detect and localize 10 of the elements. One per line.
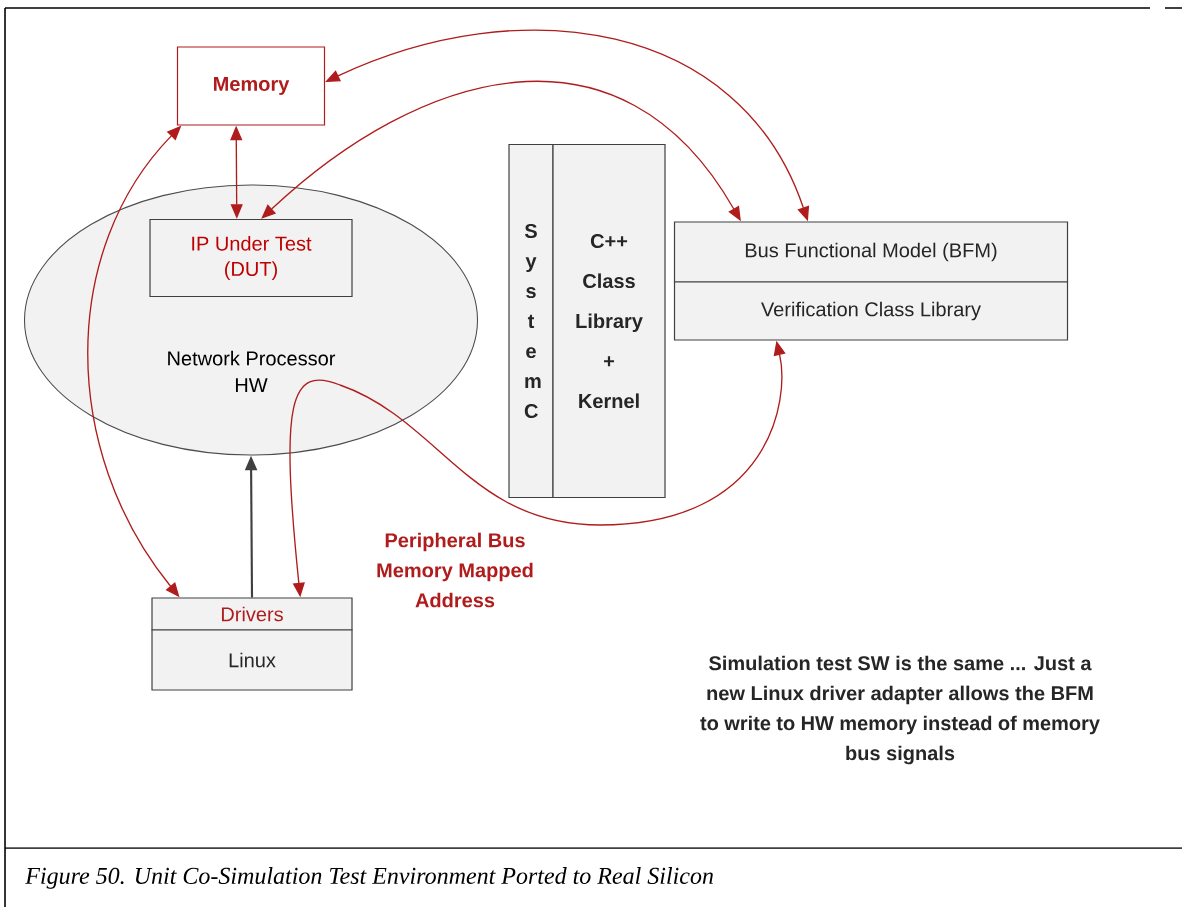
layer-box: Drivers (151, 597, 353, 631)
dut-box: IP Under Test (DUT) (149, 218, 353, 298)
note-text: Simulation test SW is the same ... Just a new Linux driver adapter allows the BFM to write to HW memory instead of memory bus signals (700, 655, 1100, 765)
bus-label: Peripheral Bus Memory Mapped Address (377, 532, 533, 608)
layer-box: Linux (151, 629, 353, 691)
figure-caption: Figure 50. Unit Co-Simulation Test Environment Ported to Real Silicon (25, 867, 713, 889)
systemc-column: S y s t e m C (508, 143, 554, 499)
memory-box: Memory (176, 46, 326, 126)
layer-box: Verification Class Library (673, 281, 1069, 341)
layer-box: Bus Functional Model (BFM) (673, 221, 1069, 283)
